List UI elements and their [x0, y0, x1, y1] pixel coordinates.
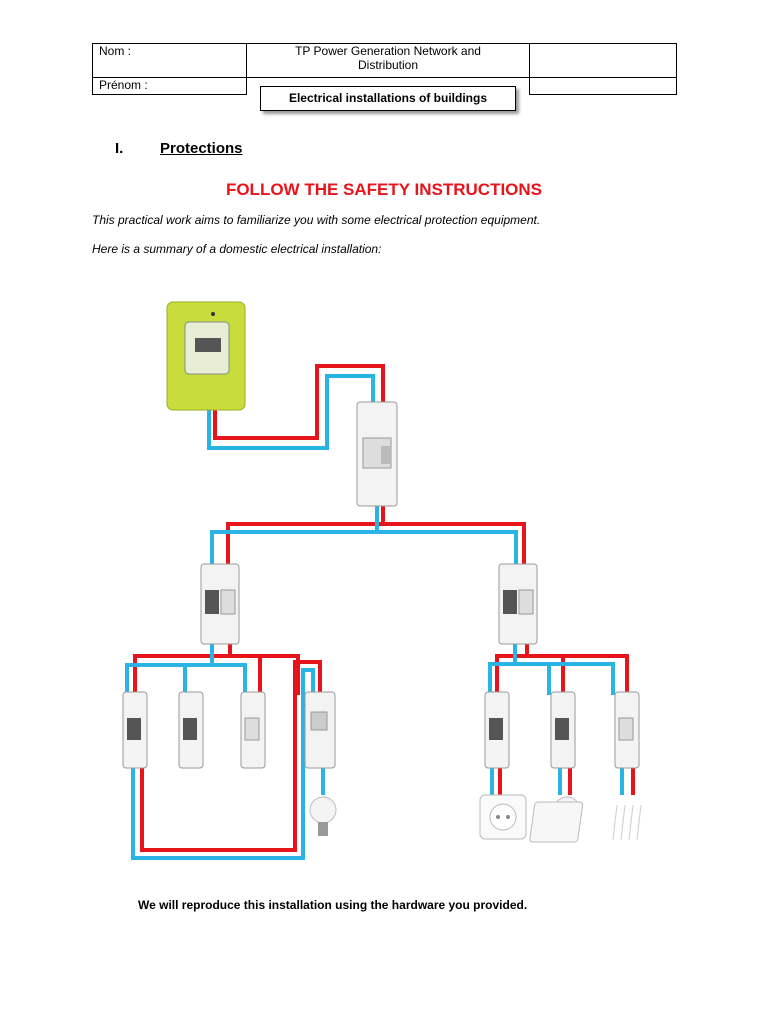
course-title-line2: Distribution — [357, 58, 419, 72]
course-cell: TP Power Generation Network and Distribu… — [246, 43, 530, 78]
main-breaker-icon — [356, 401, 398, 507]
wire-neutral-main — [207, 374, 375, 450]
blank-cell-bottom — [529, 77, 677, 95]
radiator-icon — [529, 801, 642, 843]
installation-diagram — [122, 301, 642, 860]
circuit-breaker-icon — [178, 691, 204, 769]
wire-phase-right — [495, 638, 529, 695]
section-number: I. — [115, 140, 124, 157]
nom-cell: Nom : — [92, 43, 247, 78]
course-title-line1: TP Power Generation Network and — [295, 44, 481, 58]
circuit-breaker-icon — [122, 691, 148, 769]
rcd-icon — [498, 563, 538, 645]
wire-phase-left — [133, 638, 232, 695]
circuit-breaker-icon — [240, 691, 266, 769]
circuit-breaker-icon — [614, 691, 640, 769]
blank-cell-top — [529, 43, 677, 78]
rcd-icon — [200, 563, 240, 645]
wire-neutral-right — [488, 638, 517, 695]
wire-phase-bus — [226, 500, 385, 570]
section-heading: I. Protections — [115, 140, 243, 157]
wire-phase-main — [213, 364, 385, 440]
wire-neutral-bus — [210, 500, 379, 570]
remote-switch-icon — [304, 691, 336, 769]
electricity-meter-icon — [166, 301, 246, 411]
prenom-label: Prénom : — [99, 78, 148, 92]
light-bulb-icon — [309, 796, 337, 836]
circuit-breaker-icon — [484, 691, 510, 769]
section-title: Protections — [160, 140, 243, 157]
prenom-cell: Prénom : — [92, 77, 247, 95]
summary-paragraph: Here is a summary of a domestic electric… — [92, 242, 382, 256]
header-table: Nom : TP Power Generation Network and Di… — [92, 43, 677, 95]
subject-box: Electrical installations of buildings — [260, 86, 516, 111]
intro-paragraph: This practical work aims to familiarize … — [92, 213, 541, 227]
nom-label: Nom : — [99, 44, 132, 58]
closing-sentence: We will reproduce this installation usin… — [138, 898, 528, 912]
safety-warning: FOLLOW THE SAFETY INSTRUCTIONS — [225, 180, 543, 199]
circuit-breaker-icon — [550, 691, 576, 769]
wire-neutral-left — [125, 638, 214, 695]
socket-outlet-icon — [479, 794, 527, 840]
